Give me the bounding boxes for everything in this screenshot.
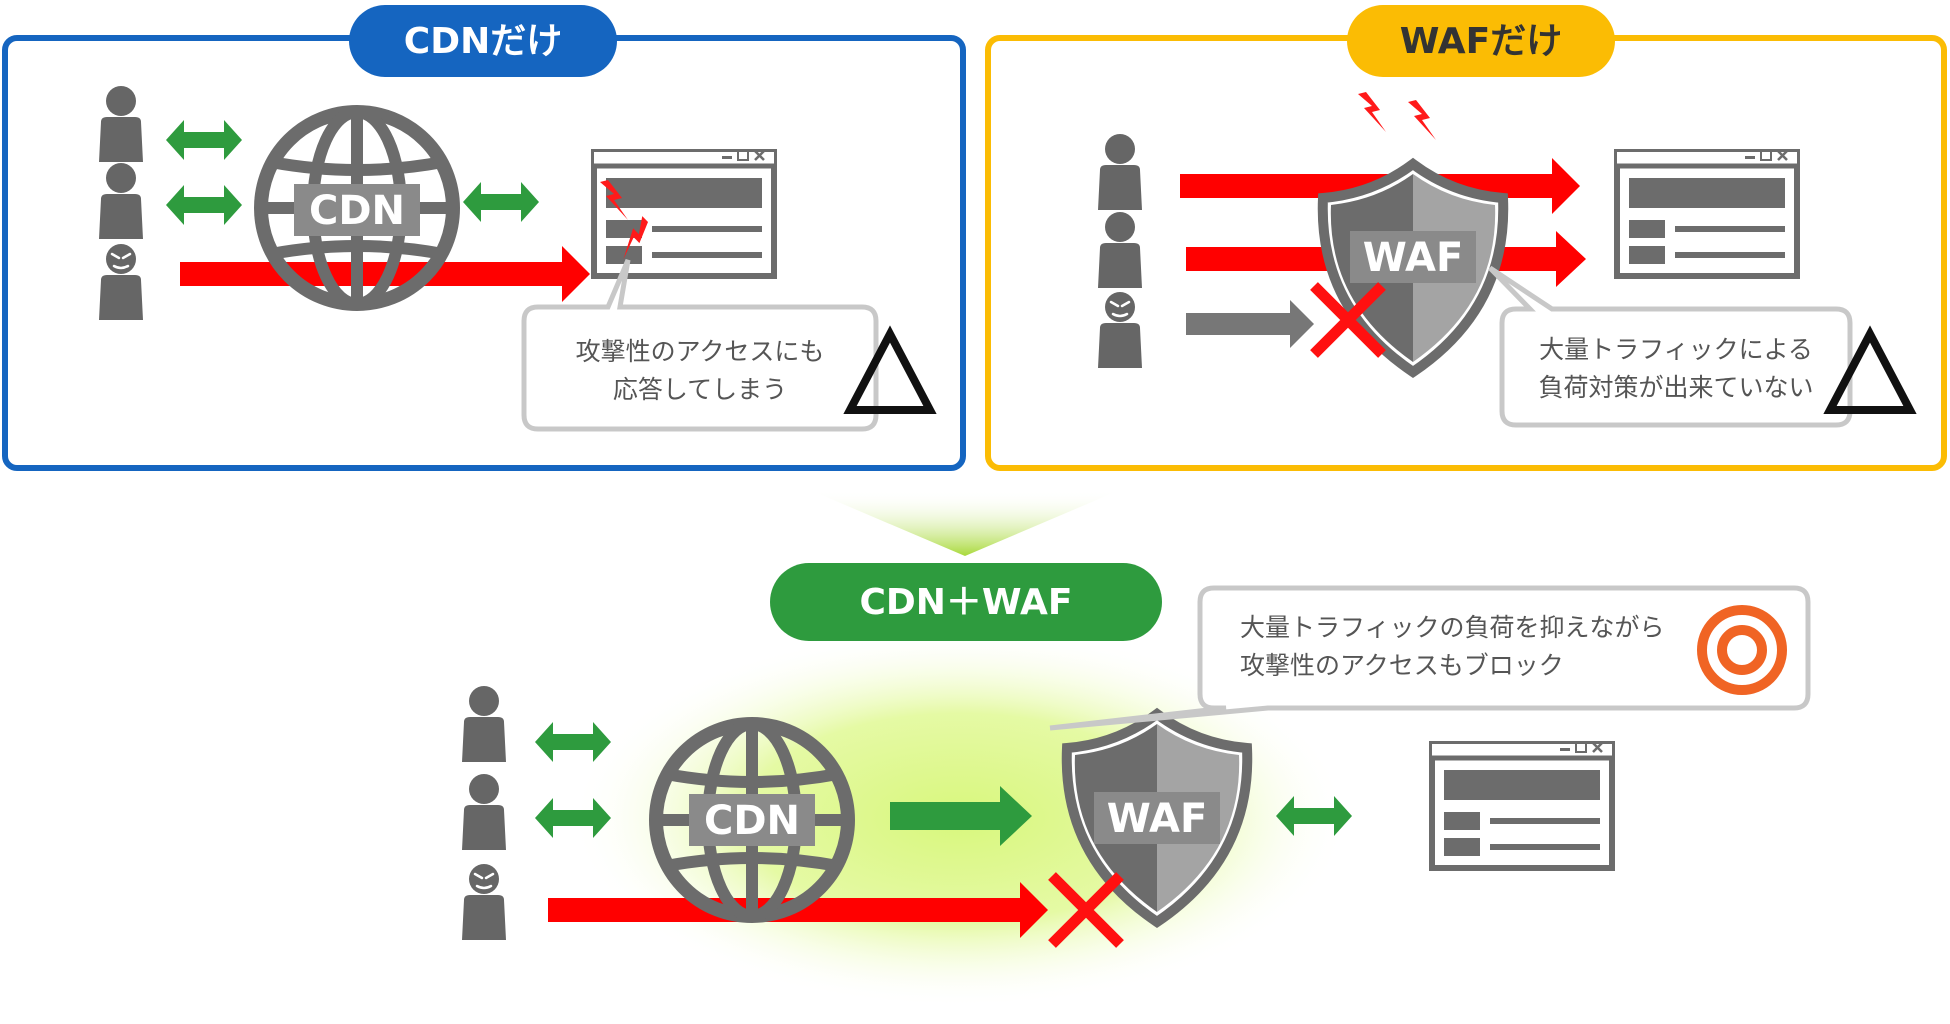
cdn-label: CDN <box>704 798 800 844</box>
bubble-line: 攻撃性のアクセスもブロック <box>1240 651 1564 680</box>
waf-label-box: WAF <box>1094 792 1220 844</box>
panel-title-combined: CDN＋WAF <box>860 582 1073 623</box>
waf-label: WAF <box>1363 235 1464 281</box>
user-icon <box>462 686 506 762</box>
bubble-line: 大量トラフィックによる <box>1539 335 1813 364</box>
pill-cdn-only: CDNだけ <box>349 5 617 77</box>
forward-arrow <box>890 786 1032 846</box>
browser-window-icon <box>1617 151 1797 276</box>
pill-waf-only: WAFだけ <box>1347 5 1615 77</box>
funnel-connector <box>810 490 1120 556</box>
pill-combined: CDN＋WAF <box>770 563 1162 641</box>
browser-window-icon <box>1432 743 1612 868</box>
attacker-icon <box>460 862 508 942</box>
speech-bubble-waf-only: 大量トラフィックによる 負荷対策が出来ていない <box>1488 265 1853 428</box>
bubble-line: 負荷対策が出来ていない <box>1538 373 1813 402</box>
speech-bubble-cdn-only: 攻撃性のアクセスにも 応答してしまう <box>521 259 879 432</box>
panel-title-waf-only: WAFだけ <box>1400 21 1563 62</box>
user-icon <box>462 774 506 850</box>
bubble-line: 攻撃性のアクセスにも <box>576 337 825 366</box>
speech-bubble-combined: 大量トラフィックの負荷を抑えながら 攻撃性のアクセスもブロック <box>1049 585 1811 731</box>
double-circle-rating-icon <box>1697 605 1787 695</box>
panel-waf-only: WAFだけ WAF 大量トラフィックによる 負荷対策が出来ていない <box>985 5 1947 471</box>
blocked-arrow <box>1186 300 1314 348</box>
triangle-rating-icon <box>843 325 937 414</box>
cdn-label-box: CDN <box>294 184 420 236</box>
cdn-label-box: CDN <box>689 794 815 846</box>
bubble-line: 大量トラフィックの負荷を抑えながら <box>1240 613 1665 642</box>
browser-window-icon <box>594 151 774 276</box>
panel-title-cdn-only: CDNだけ <box>404 21 562 62</box>
bubble-line: 応答してしまう <box>613 375 787 404</box>
cdn-label: CDN <box>309 188 405 234</box>
waf-label-box: WAF <box>1350 231 1476 283</box>
waf-label: WAF <box>1107 796 1208 842</box>
triangle-rating-icon <box>1823 325 1917 414</box>
panel-cdn-only: CDNだけ CDN 攻撃性のアクセスにも 応答してしまう <box>2 5 966 471</box>
panel-combined: CDN＋WAF CDN WAF 大量トラフィックの負荷を抑えながら 攻撃性のアク… <box>460 563 1811 1008</box>
